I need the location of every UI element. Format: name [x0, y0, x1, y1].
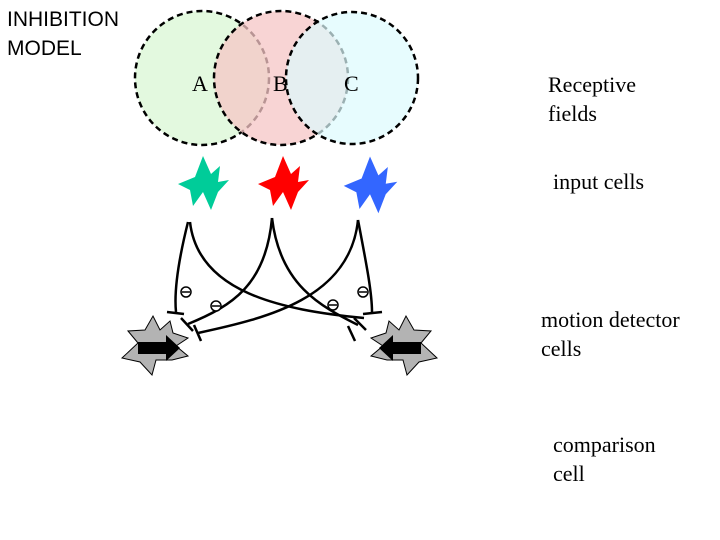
title-line-1: INHIBITION	[7, 8, 120, 31]
receptive-field-label-a: A	[192, 71, 208, 96]
connections	[174, 217, 374, 335]
label-motion-detector-cells: motion detector cells	[541, 305, 680, 363]
terminal-left-1	[166, 310, 185, 316]
motion-detector-left	[121, 315, 189, 376]
receptive-field-label-b: B	[273, 71, 288, 96]
receptive-fields: A B C	[133, 9, 420, 147]
terminal-right-1	[362, 310, 383, 316]
title-line-2: MODEL	[7, 37, 82, 60]
motion-detector-cells	[121, 315, 438, 376]
terminal-left-3	[192, 324, 203, 342]
input-cells	[178, 156, 398, 214]
inhibition-symbol-2	[210, 300, 222, 312]
input-cell-a	[178, 156, 229, 210]
connection-a-right-detector	[188, 221, 365, 320]
label-receptive-fields: Receptive fields	[548, 70, 636, 128]
arrow-left-icon	[379, 335, 421, 361]
diagram-title: INHIBITION MODEL	[7, 5, 119, 63]
label-receptive-fields-line-1: Receptive	[548, 72, 636, 97]
motion-detector-right	[370, 315, 438, 376]
connection-c-left-detector	[197, 219, 360, 335]
label-motion-detector-line-2: cells	[541, 336, 582, 361]
connection-b-left-detector	[187, 217, 274, 326]
synaptic-terminals	[166, 310, 383, 342]
label-input-cells: input cells	[553, 167, 644, 196]
label-input-cells-line-1: input cells	[553, 169, 645, 194]
input-cell-b	[258, 156, 309, 210]
inhibition-symbol-1	[180, 286, 192, 298]
label-comparison-cell: comparison cell	[553, 430, 656, 488]
inhibition-symbol-3	[327, 299, 339, 311]
connection-c-right-detector	[356, 219, 374, 313]
inhibition-symbol-4	[357, 286, 369, 298]
label-receptive-fields-line-2: fields	[548, 101, 597, 126]
connection-b-right-detector	[270, 217, 359, 327]
inhibitory-symbols	[180, 286, 369, 312]
arrow-right-icon	[138, 335, 180, 361]
label-comparison-cell-line-1: comparison	[553, 432, 656, 457]
receptive-field-label-c: C	[344, 71, 359, 96]
connection-a-left-detector	[174, 221, 190, 313]
terminal-right-2	[353, 317, 367, 331]
input-cell-c	[343, 156, 398, 214]
label-motion-detector-line-1: motion detector	[541, 307, 680, 332]
label-comparison-cell-line-2: cell	[553, 461, 585, 486]
receptive-field-c	[284, 10, 420, 146]
terminal-right-3	[346, 325, 357, 342]
terminal-left-2	[180, 317, 194, 332]
